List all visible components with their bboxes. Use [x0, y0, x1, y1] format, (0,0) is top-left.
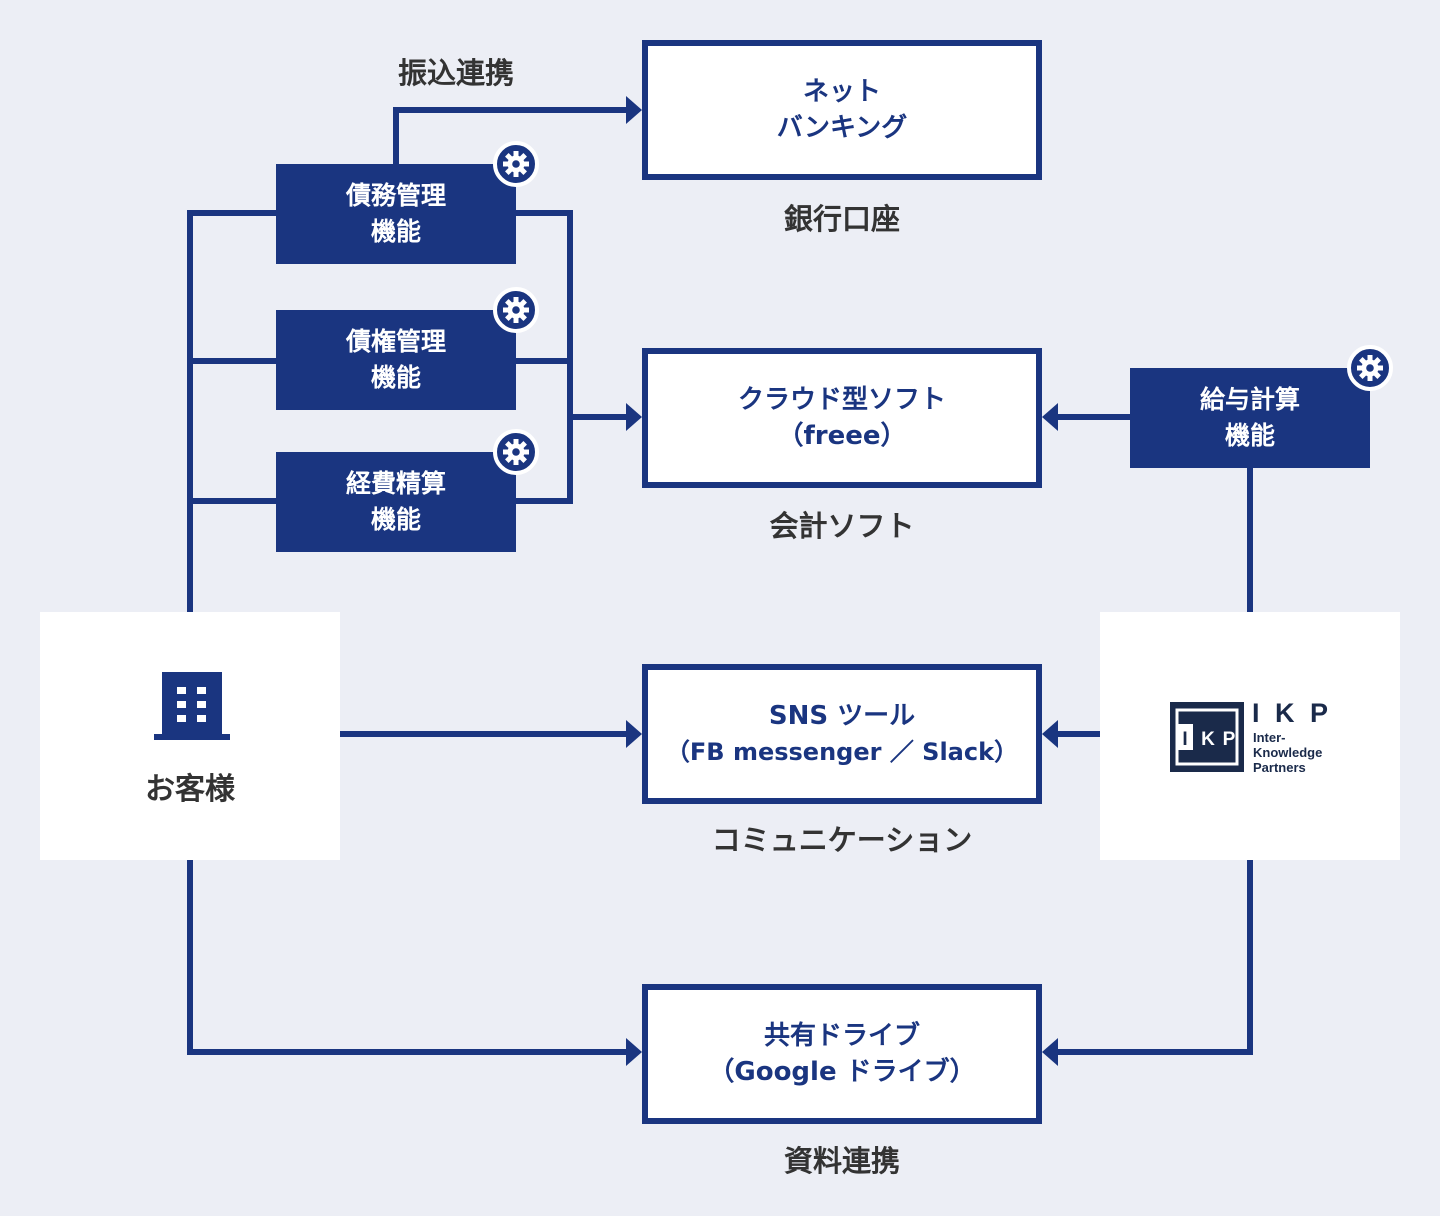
credit-management-box: 債権管理 機能 — [276, 310, 516, 410]
sns-tool-line2: （FB messenger ／ Slack） — [665, 738, 1019, 766]
ikp-mark-letter-i: I — [1182, 729, 1187, 750]
accounting-software-label: 会計ソフト — [769, 509, 915, 543]
ikp-panel: I K P I K P Inter- Knowledge Partners — [1100, 612, 1400, 860]
customer-label: お客様 — [145, 772, 235, 807]
ikp-name-line2: Knowledge — [1253, 745, 1323, 760]
net-banking-box: ネット バンキング — [642, 40, 1042, 180]
sns-tool-box: SNS ツール （FB messenger ／ Slack） — [642, 664, 1042, 804]
payroll-box: 給与計算 機能 — [1130, 368, 1370, 468]
gear-icon — [493, 141, 539, 187]
debt-management-line2: 機能 — [370, 217, 421, 246]
ikp-mark-letter-p: P — [1223, 729, 1236, 750]
transfer-link-label: 振込連携 — [397, 56, 514, 90]
document-link-label: 資料連携 — [783, 1144, 900, 1178]
shared-drive-line2: （Google ドライブ） — [708, 1057, 976, 1087]
gear-icon — [493, 429, 539, 475]
gear-icon — [493, 287, 539, 333]
credit-management-line1: 債権管理 — [345, 327, 446, 356]
sns-tool-line1: SNS ツール — [768, 701, 916, 731]
shared-drive-box: 共有ドライブ （Google ドライブ） — [642, 984, 1042, 1124]
debt-management-box: 債務管理 機能 — [276, 164, 516, 264]
cloud-software-box: クラウド型ソフト （freee） — [642, 348, 1042, 488]
ikp-mark-letter-k: K — [1201, 729, 1215, 750]
net-banking-line1: ネット — [802, 77, 881, 107]
gear-icon — [1347, 345, 1393, 391]
ikp-name-line1: Inter- — [1253, 730, 1286, 745]
shared-drive-line1: 共有ドライブ — [763, 1021, 920, 1051]
ikp-company-name: Inter- Knowledge Partners — [1253, 730, 1322, 775]
communication-label: コミュニケーション — [711, 823, 973, 857]
cloud-software-line1: クラウド型ソフト — [737, 385, 946, 415]
ikp-logo-mark: I K P — [1170, 702, 1244, 772]
customer-panel: お客様 — [40, 612, 340, 860]
debt-management-line1: 債務管理 — [345, 181, 446, 210]
expense-settlement-box: 経費精算 機能 — [276, 452, 516, 552]
building-icon — [154, 672, 230, 740]
expense-settlement-line2: 機能 — [370, 505, 421, 534]
expense-settlement-line1: 経費精算 — [345, 469, 446, 498]
cloud-software-line2: （freee） — [777, 421, 907, 451]
ikp-name-line3: Partners — [1253, 760, 1306, 775]
payroll-line2: 機能 — [1224, 421, 1275, 450]
bank-account-label: 銀行口座 — [783, 202, 900, 236]
credit-management-line2: 機能 — [370, 363, 421, 392]
payroll-line1: 給与計算 — [1199, 385, 1300, 414]
ikp-wordmark: I K P — [1252, 698, 1333, 728]
net-banking-line2: バンキング — [776, 113, 908, 143]
